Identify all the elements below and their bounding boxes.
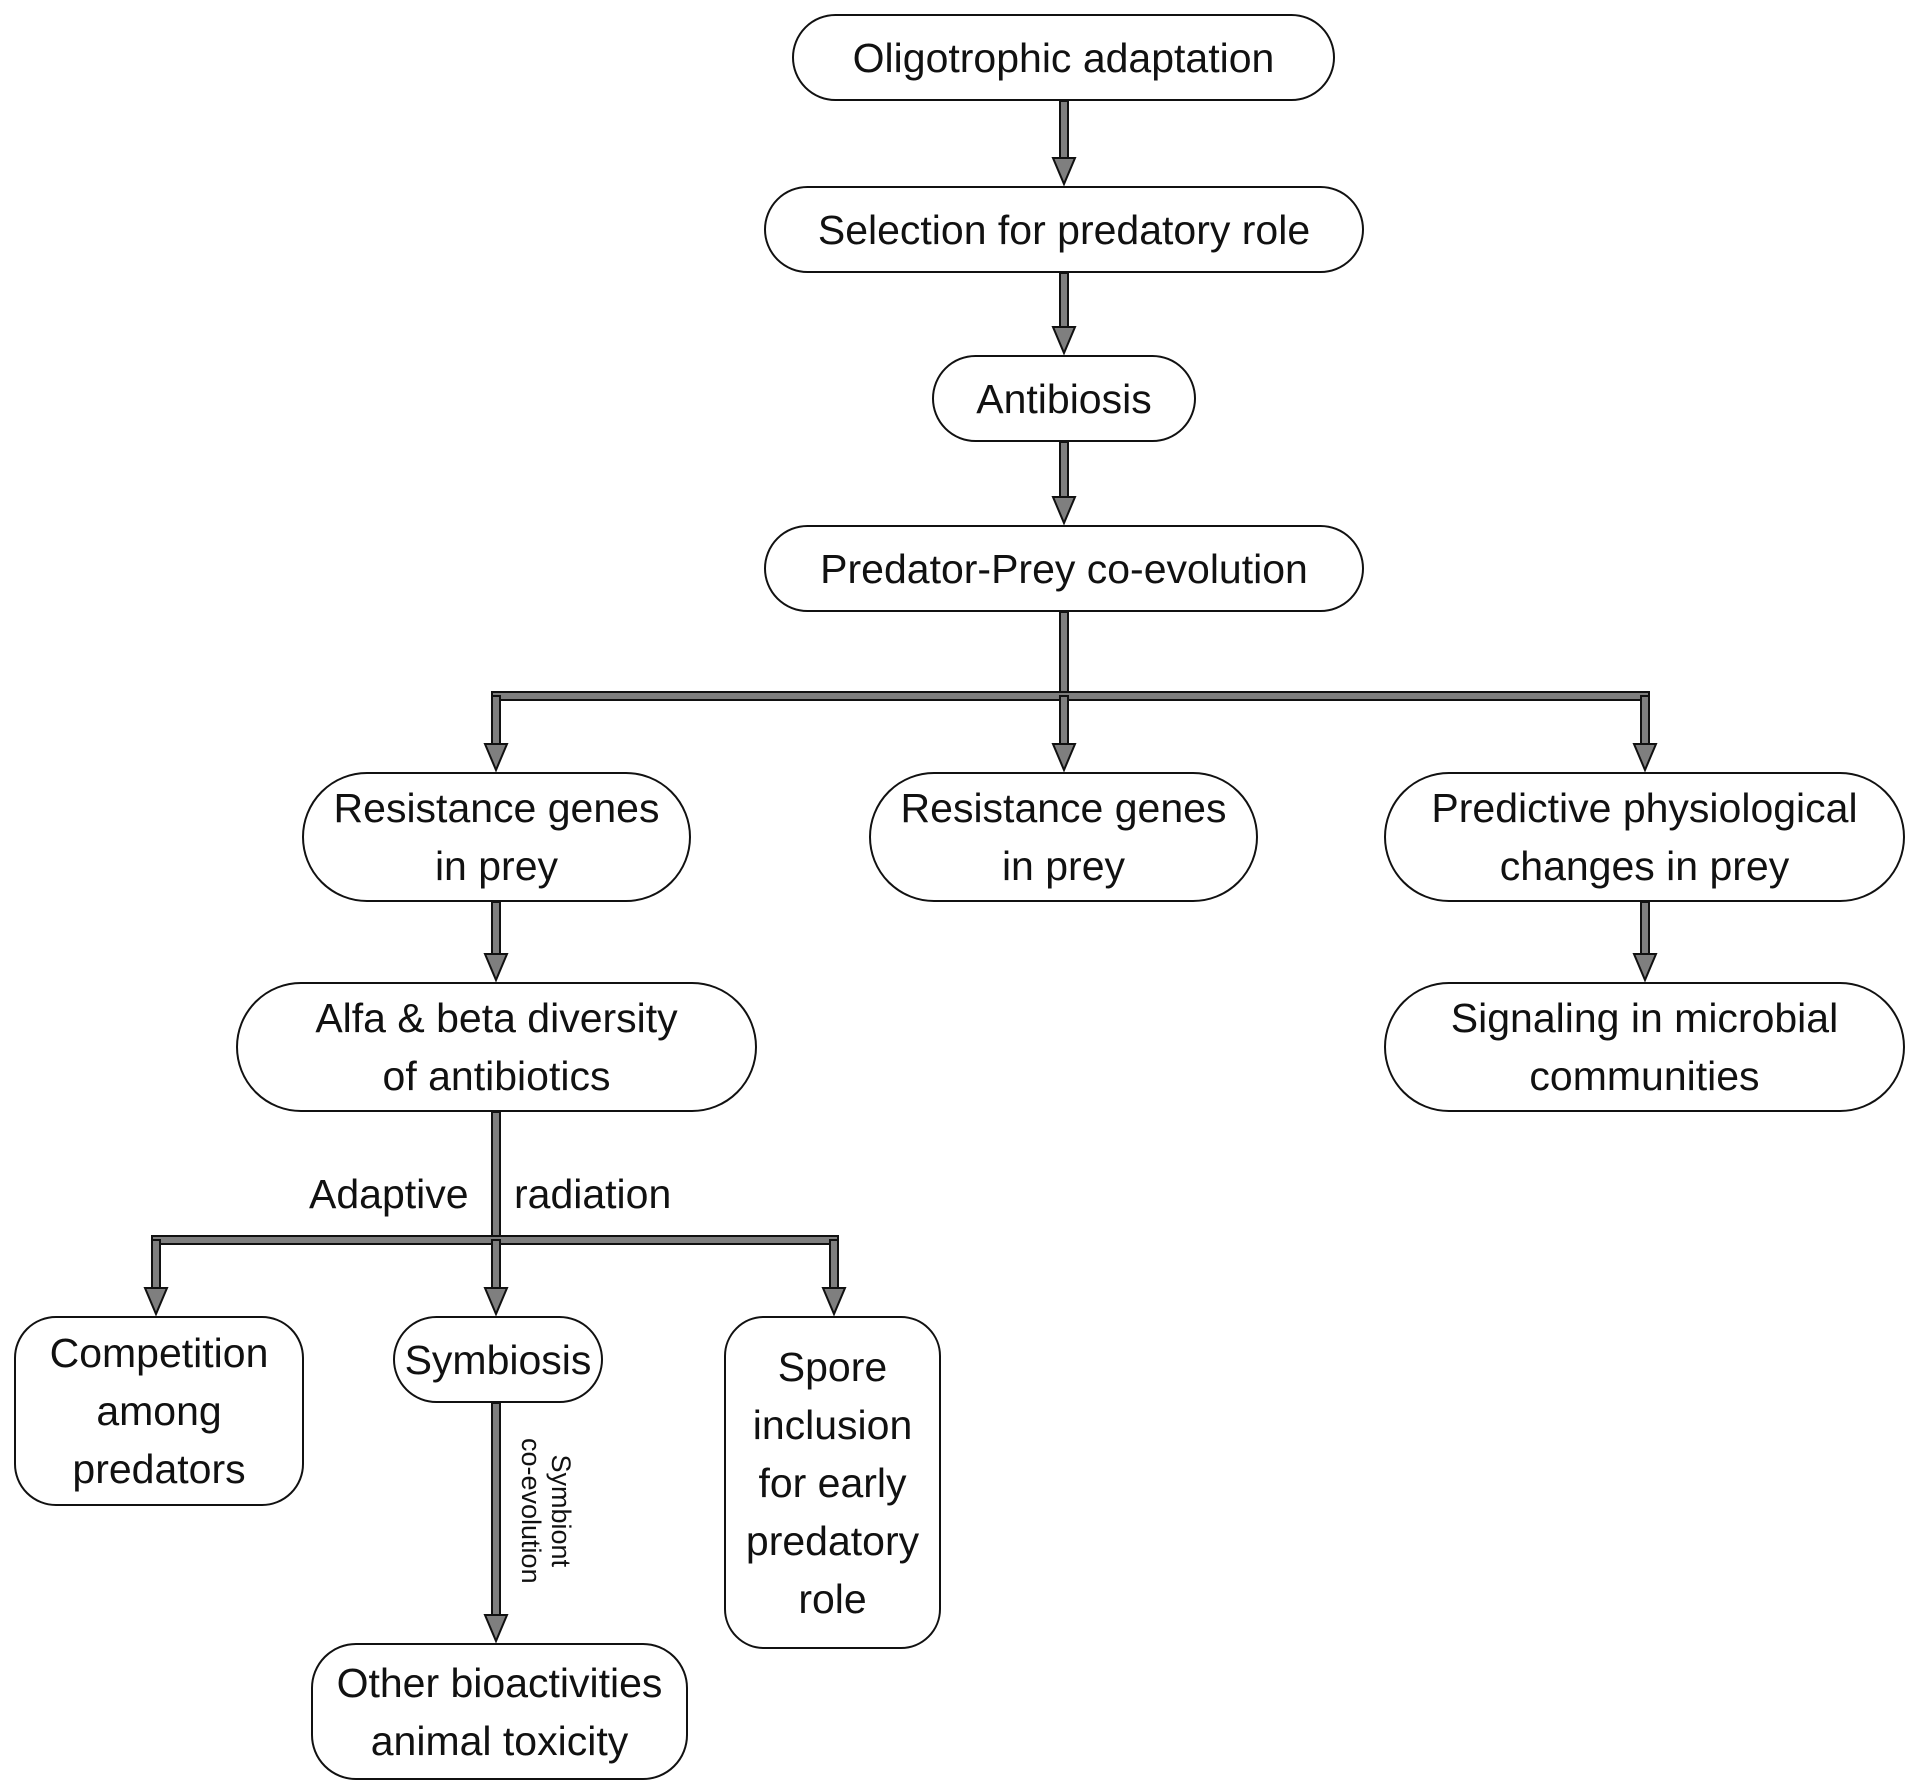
arrow-oligotrophic-to-selection-arrowhead [1051, 157, 1077, 187]
node-predator-prey-coevolution: Predator-Prey co-evolution [764, 525, 1364, 612]
node-oligotrophic-adaptation: Oligotrophic adaptation [792, 14, 1335, 101]
trunk-diversity-shaft [491, 1111, 501, 1241]
node-selection-predatory-role: Selection for predatory role [764, 186, 1364, 273]
arrow-to-competition-shaft [151, 1239, 161, 1291]
arrow-to-symbiosis-arrowhead [483, 1287, 509, 1317]
arrow-symbiosis-to-other-shaft [491, 1402, 501, 1618]
node-predictive-physiological-changes: Predictive physiological changes in prey [1384, 772, 1905, 902]
arrow-oligotrophic-to-selection-shaft [1059, 100, 1069, 161]
arrow-to-resistance-left-arrowhead [483, 743, 509, 773]
label-radiation: radiation [514, 1171, 672, 1217]
arrow-to-spore-shaft [829, 1239, 839, 1291]
label-symbiont-coevolution: Symbiont co-evolution [516, 1438, 576, 1584]
arrow-antibiosis-to-coevolution-shaft [1059, 441, 1069, 500]
arrow-resistance-to-diversity-arrowhead [483, 953, 509, 983]
arrow-to-spore-arrowhead [821, 1287, 847, 1317]
node-competition-among-predators: Competition among predators [14, 1316, 304, 1506]
node-symbiosis: Symbiosis [393, 1316, 603, 1403]
arrow-selection-to-antibiosis-shaft [1059, 272, 1069, 330]
node-signaling-microbial-communities: Signaling in microbial communities [1384, 982, 1905, 1112]
node-alfa-beta-diversity: Alfa & beta diversity of antibiotics [236, 982, 757, 1112]
arrow-to-competition-arrowhead [143, 1287, 169, 1317]
arrow-to-predictive-shaft [1640, 695, 1650, 747]
arrow-predictive-to-signaling-arrowhead [1632, 953, 1658, 983]
node-resistance-genes-middle: Resistance genes in prey [869, 772, 1258, 902]
arrow-to-resistance-left-shaft [491, 695, 501, 747]
node-resistance-genes-left: Resistance genes in prey [302, 772, 691, 902]
arrow-antibiosis-to-coevolution-arrowhead [1051, 496, 1077, 526]
arrow-to-symbiosis-shaft [491, 1239, 501, 1291]
branch-bar-coevolution [491, 691, 1650, 701]
node-other-bioactivities: Other bioactivities animal toxicity [311, 1643, 688, 1780]
arrow-to-resistance-middle-arrowhead [1051, 743, 1077, 773]
arrow-selection-to-antibiosis-arrowhead [1051, 326, 1077, 356]
node-antibiosis: Antibiosis [932, 355, 1196, 442]
arrow-to-predictive-arrowhead [1632, 743, 1658, 773]
arrow-symbiosis-to-other-arrowhead [483, 1614, 509, 1644]
arrow-resistance-to-diversity-shaft [491, 901, 501, 957]
arrow-predictive-to-signaling-shaft [1640, 901, 1650, 957]
label-adaptive: Adaptive [309, 1171, 469, 1217]
trunk-coevolution-shaft [1059, 611, 1069, 697]
node-spore-inclusion: Spore inclusion for early predatory role [724, 1316, 941, 1649]
arrow-to-resistance-middle-shaft [1059, 695, 1069, 747]
